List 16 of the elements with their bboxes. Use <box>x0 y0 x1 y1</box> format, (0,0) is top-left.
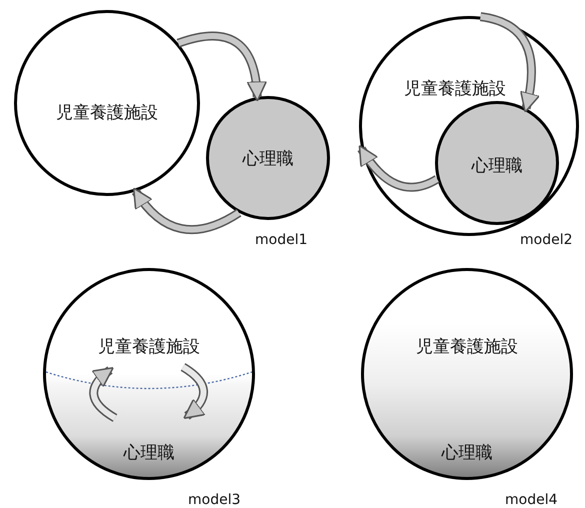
model-label: model1 <box>255 232 308 248</box>
curved-arrow <box>176 32 267 102</box>
model-label: model4 <box>505 492 558 508</box>
curved-arrow <box>480 12 540 113</box>
model-label: model2 <box>520 232 572 248</box>
circle-title: 心理職 <box>242 148 294 170</box>
curved-arrow <box>358 144 440 192</box>
circle-title: 児童養護施設 <box>98 336 200 358</box>
circle-title: 心理職 <box>472 155 522 177</box>
circle-label: 心理職 <box>442 442 492 464</box>
circle-title: 児童養護施設 <box>416 336 518 358</box>
circle-title: 児童養護施設 <box>56 102 158 124</box>
circle-title: 児童養護施設 <box>404 78 506 100</box>
curved-arrow <box>132 188 242 234</box>
circle-label: 心理職 <box>124 442 174 464</box>
model-label: model3 <box>188 492 240 508</box>
